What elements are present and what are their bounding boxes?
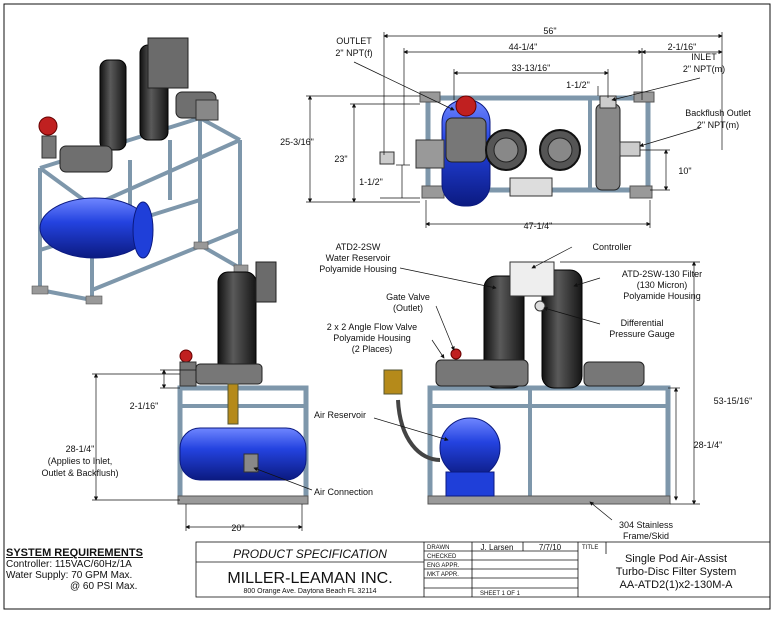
angle-valve-housing: Polyamide Housing <box>333 333 411 343</box>
title-line-3: AA-ATD2(1)x2-130M-A <box>620 579 734 591</box>
dim-23: 23" <box>334 154 347 164</box>
inlet-size: 2" NPT(m) <box>683 64 725 74</box>
atd2sw-label: ATD2-2SW <box>336 242 381 252</box>
filter-micron: (130 Micron) <box>637 280 688 290</box>
side-tank <box>179 427 307 481</box>
system-requirements-title: SYSTEM REQUIREMENTS <box>6 547 143 559</box>
dim-applies-2: Outlet & Backflush) <box>41 468 118 478</box>
sysreq-controller: Controller: 115VAC/60Hz/1A <box>6 559 132 570</box>
controller-label: Controller <box>592 242 631 252</box>
system-requirements: SYSTEM REQUIREMENTS Controller: 115VAC/6… <box>6 547 192 593</box>
sheet-border <box>3 3 771 610</box>
front-air-reservoir <box>439 417 501 479</box>
title-block-text: PRODUCT SPECIFICATION MILLER-LEAMAN INC.… <box>227 543 736 597</box>
filter-label: ATD-2SW-130 Filter <box>622 269 702 279</box>
side-housing <box>217 271 257 377</box>
dim-112-b: 1-1/2" <box>359 177 383 187</box>
eng-label: ENG APPR. <box>427 563 460 569</box>
dim-44: 44-1/4" <box>509 42 538 52</box>
diff-gauge-desc: Pressure Gauge <box>609 329 675 339</box>
iso-gate-valve <box>38 116 58 136</box>
air-reservoir-label: Air Reservoir <box>314 410 366 420</box>
front-controller <box>509 261 555 297</box>
title-line-1: Single Pod Air-Assist <box>625 553 727 565</box>
atd2sw-housing: Polyamide Housing <box>319 264 397 274</box>
side-view <box>177 261 309 505</box>
front-filter-housing <box>541 269 583 389</box>
air-connection-label: Air Connection <box>314 487 373 497</box>
outlet-label: OUTLET <box>336 36 372 46</box>
atd2sw-desc: Water Reservoir <box>326 253 391 263</box>
drawn-by: J. Larsen <box>481 543 514 552</box>
company-name: MILLER-LEAMAN INC. <box>227 570 392 587</box>
dim-10: 10" <box>678 166 691 176</box>
company-address: 800 Orange Ave. Daytona Beach FL 32114 <box>244 588 377 595</box>
mkt-label: MKT APPR. <box>427 572 459 578</box>
gate-valve-outlet: (Outlet) <box>393 303 423 313</box>
frame-label: 304 Stainless <box>619 520 674 530</box>
title-line-2: Turbo-Disc Filter System <box>616 566 737 578</box>
top-outlet-valve <box>455 95 477 117</box>
dim-2116-side: 2-1/16" <box>130 401 159 411</box>
title-block <box>195 541 771 598</box>
backflush-label: Backflush Outlet <box>685 108 751 118</box>
dim-25: 25-3/16" <box>280 137 314 147</box>
iso-controller <box>147 37 189 89</box>
top-view <box>379 91 655 207</box>
iso-housing-left <box>99 59 127 151</box>
filter-housing: Polyamide Housing <box>623 291 701 301</box>
frame-desc: Frame/Skid <box>623 531 669 541</box>
dim-53: 53-15/16" <box>714 396 753 406</box>
angle-valve-places: (2 Places) <box>352 344 393 354</box>
angle-valve-label: 2 x 2 Angle Flow Valve <box>327 322 417 332</box>
inlet-label: INLET <box>691 52 717 62</box>
backflush-size: 2" NPT(m) <box>697 120 739 130</box>
drawn-label: DRAWN <box>427 545 449 551</box>
dim-28-side: 28-1/4" <box>66 444 95 454</box>
drawn-date: 7/7/10 <box>539 543 562 552</box>
dim-applies-1: (Applies to Inlet, <box>48 456 113 466</box>
sysreq-pressure: @ 60 PSI Max. <box>70 581 138 592</box>
sheet-number: SHEET 1 OF 1 <box>480 591 521 597</box>
dim-56: 56" <box>543 26 556 36</box>
title-label: TITLE <box>582 545 598 551</box>
front-view <box>383 261 671 505</box>
diff-gauge-label: Differential <box>621 318 664 328</box>
checked-label: CHECKED <box>427 554 457 560</box>
product-spec: PRODUCT SPECIFICATION <box>233 547 387 561</box>
gate-valve-label: Gate Valve <box>386 292 430 302</box>
dim-28-front: 28-1/4" <box>694 440 723 450</box>
dim-20: 20" <box>231 523 244 533</box>
dim-33: 33-13/16" <box>512 63 551 73</box>
outlet-size: 2" NPT(f) <box>335 48 372 58</box>
sysreq-water: Water Supply: 70 GPM Max. <box>6 570 133 581</box>
isometric-view <box>31 37 249 305</box>
dim-2116-top: 2-1/16" <box>668 42 697 52</box>
dim-47: 47-1/4" <box>524 221 553 231</box>
dim-112-a: 1-1/2" <box>566 80 590 90</box>
